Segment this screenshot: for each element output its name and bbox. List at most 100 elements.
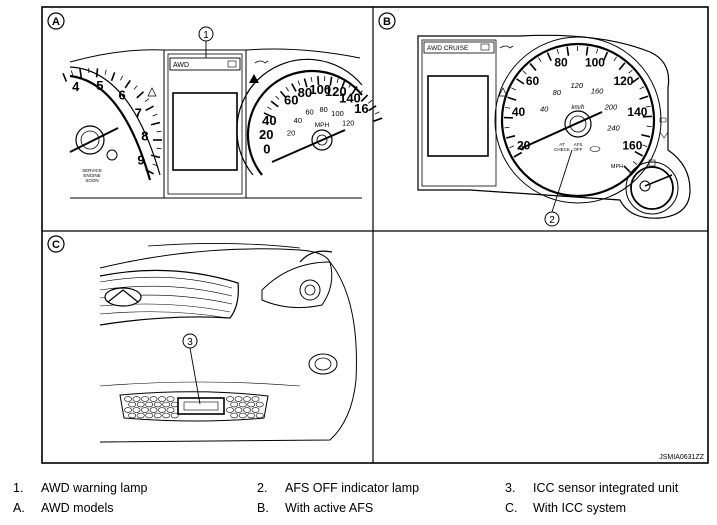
honeycomb-cell [132,396,141,402]
speed-b-tick [522,70,527,75]
callout-2-number: 2 [549,215,555,226]
callout-3-number: 3 [187,337,193,348]
panel-b-letter: B [383,16,391,28]
lower-grille-honeycomb [124,396,264,419]
panel-c-icc-front: C 3 [47,235,357,443]
speed-a-tick [270,100,279,108]
honeycomb-cell [170,412,179,419]
honeycomb-cell [230,412,239,419]
speed-b-tick [516,78,525,85]
speed-a-kmh-label: 100 [331,109,344,118]
honeycomb-cell [132,407,141,413]
speed-b-kmh-label: 200 [604,102,618,111]
speed-a-tick [317,76,320,86]
speed-a-tick [303,78,308,88]
speed-a-tick [297,80,301,86]
speed-a-kmh-label: 120 [342,119,355,128]
speed-a-low-label: 0 [263,142,270,157]
tach-number: 4 [72,79,80,94]
speed-a-tick [351,85,358,95]
tach-tick [156,147,162,150]
speed-a-tick [275,95,280,100]
speed-b-tick [628,69,633,74]
tach-number: 5 [96,78,103,93]
speed-b-tick [642,144,648,148]
honeycomb-cell [162,401,171,408]
honeycomb-cell [234,407,243,413]
tach-tick [156,130,162,133]
honeycomb-cell [124,396,132,402]
fuel-gauge [625,159,679,215]
honeycomb-cell [149,396,158,402]
svg-text:MPH: MPH [315,122,330,129]
legend-item-3: 3.ICC sensor integrated unit [505,481,679,495]
tach-number: 8 [141,129,148,144]
speed-a-mph-label: 100 [309,82,331,97]
honeycomb-cell [238,412,247,419]
speed-b-kmh-label: 80 [553,88,562,97]
honeycomb-cell [251,396,260,402]
tach-tick [124,79,131,89]
legend-item-b: B.With active AFS [257,501,374,515]
honeycomb-cell [141,407,149,413]
speed-a-tick [285,86,290,92]
speed-b-mph-label: 60 [526,74,540,88]
honeycomb-cell [255,401,264,408]
speed-b-tick [566,46,570,56]
tach-tick [104,69,107,75]
panel-a-letter: A [52,16,60,28]
speed-b-mph-label: 160 [622,138,642,152]
svg-text:MPH: MPH [611,164,623,170]
honeycomb-cell [145,412,154,419]
honeycomb-cell [243,407,251,413]
speed-b-tick [505,106,511,109]
awd-cruise-text: AWD CRUISE [427,45,469,52]
legend-item-2: 2.AFS OFF indicator lamp [257,481,420,495]
tach-tick [79,68,83,78]
tach-tick [152,163,158,167]
speed-b-tick [556,48,559,54]
panel-c-letter: C [52,239,60,251]
speed-a-tick [267,106,272,110]
speed-b-tick [596,48,599,54]
speed-b-tick [632,161,638,165]
speed-b-kmh-label: 160 [591,86,604,95]
honeycomb-cell [226,396,234,402]
tach-tick [133,85,138,90]
speed-a-kmh-label: 40 [294,116,302,125]
honeycomb-cell [247,401,256,408]
speed-b-mph-label: 40 [512,105,526,119]
speed-a-tick [374,111,380,115]
speed-b-kmh-label: 240 [606,123,620,132]
speed-b-mph-label: 140 [627,105,647,119]
honeycomb-cell [166,396,175,402]
speed-a-tick [368,99,373,104]
honeycomb-cell [145,401,154,408]
speed-b-kmh-label: 40 [540,105,549,114]
speed-a-mph-label: 60 [284,93,298,108]
honeycomb-cell [158,396,166,402]
honeycomb-cell [247,412,256,419]
speed-a-mph-label: 80 [298,85,312,100]
icc-sensor-unit [177,397,225,415]
tach-tick [145,105,154,112]
speed-a-tick [279,90,287,99]
speed-b-tick [639,95,649,100]
speed-a-tick [368,105,377,112]
speed-a-kmh-label: 80 [320,105,328,114]
honeycomb-cell [255,412,264,419]
speed-a-tick [348,82,352,88]
speed-b-tick [538,57,542,62]
speed-a-tick [340,79,346,89]
awd-cruise-lamp [423,41,495,54]
speed-b-tick [507,96,517,101]
tach-tick [95,68,99,78]
speed-a-low-label: 40 [262,113,276,128]
honeycomb-cell [153,401,162,408]
speed-a-mph-label: 120 [325,84,347,99]
speed-a-kmh-label: 20 [287,129,295,138]
speed-a-mph-label: 140 [339,91,361,106]
